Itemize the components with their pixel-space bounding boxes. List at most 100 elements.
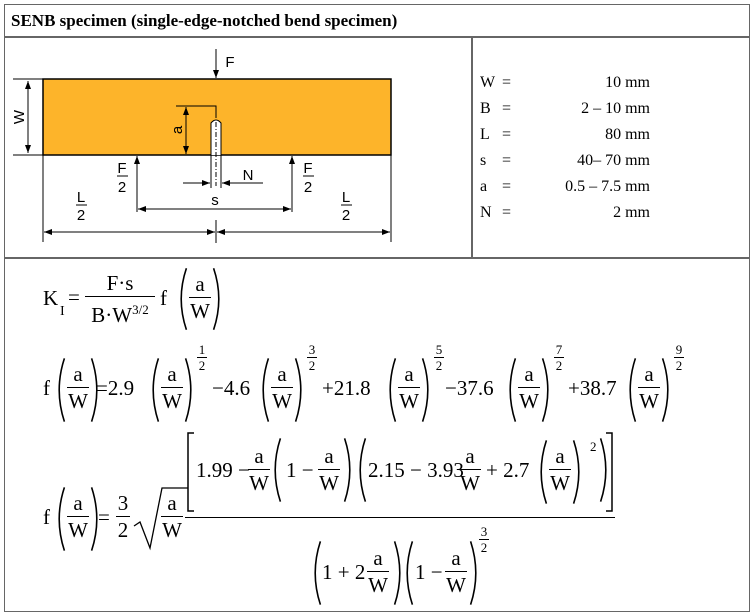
spec-value: 40– 70 mm	[577, 152, 650, 169]
divider	[471, 36, 473, 258]
numerator: a	[451, 546, 461, 570]
numerator: 3	[480, 524, 488, 539]
label-L2-num: L	[342, 189, 350, 206]
numerator: a	[373, 546, 383, 570]
eq-term: −4.6	[212, 376, 251, 400]
spec-row: W=10 mm	[480, 74, 650, 92]
exponent: 2	[590, 439, 597, 454]
table-title: SENB specimen (single-edge-notched bend …	[11, 11, 398, 30]
left-paren-icon	[310, 540, 323, 606]
right-paren-icon	[598, 437, 611, 503]
spec-eq: =	[502, 204, 512, 221]
denominator: W	[399, 389, 419, 414]
denominator: 2	[435, 358, 443, 373]
spec-symbol: B	[480, 100, 491, 117]
left-paren-icon	[625, 357, 638, 423]
divider	[4, 257, 750, 259]
senb-diagram: F W a N s F 2 F 2 L 2 L 2	[11, 49, 392, 243]
denominator: W	[162, 518, 182, 543]
label-F2-num: F	[117, 160, 126, 177]
denominator: 2	[480, 540, 488, 555]
eq-term: =2.9	[96, 376, 135, 400]
eq-function: f	[160, 286, 167, 310]
left-paren-icon	[54, 357, 67, 423]
eq-equals: =	[68, 285, 80, 309]
denominator: W	[319, 471, 339, 496]
denominator: W	[68, 518, 88, 543]
eq-term: 2.15 − 3.93	[368, 458, 464, 482]
table-frame	[4, 4, 750, 612]
numerator: 1	[198, 342, 206, 357]
right-paren-icon	[89, 357, 102, 423]
exponent: 3/2	[132, 302, 149, 318]
eq-equals: =	[98, 505, 110, 529]
divider	[4, 36, 750, 38]
spec-value: 10 mm	[605, 74, 650, 91]
eq-term: 1 −	[286, 458, 314, 482]
eq-function: f	[43, 505, 50, 529]
spec-eq: =	[502, 126, 512, 143]
eq-subscript: I	[60, 304, 65, 319]
spec-symbol: L	[480, 126, 490, 143]
right-paren-icon	[420, 357, 433, 423]
left-paren-icon	[355, 437, 368, 503]
right-paren-icon	[468, 540, 481, 606]
denominator: 2	[117, 518, 129, 543]
denominator: 2	[308, 358, 316, 373]
numerator: a	[465, 444, 475, 468]
spec-row: a=0.5 – 7.5 mm	[480, 178, 650, 196]
numerator: 7	[555, 342, 563, 357]
numerator: 3	[117, 491, 129, 515]
numerator: a	[555, 444, 565, 468]
right-paren-icon	[183, 357, 196, 423]
label-F2-den: 2	[118, 179, 126, 196]
numerator: a	[195, 272, 205, 296]
spec-eq: =	[502, 100, 512, 117]
left-paren-icon	[176, 267, 189, 331]
eq-term: +38.7	[568, 376, 617, 400]
spec-row: L=80 mm	[480, 126, 650, 144]
right-paren-icon	[293, 357, 306, 423]
numerator: a	[167, 491, 177, 515]
left-paren-icon	[258, 357, 271, 423]
right-bracket-icon	[606, 432, 613, 512]
spec-eq: =	[502, 74, 512, 91]
label-L2-den: 2	[77, 207, 85, 224]
spec-row: B=2 – 10 mm	[480, 100, 650, 118]
numerator: a	[73, 362, 83, 386]
label-F: F	[225, 54, 234, 71]
right-paren-icon	[660, 357, 673, 423]
numerator: a	[277, 362, 287, 386]
right-paren-icon	[211, 267, 224, 331]
numerator: a	[73, 491, 83, 515]
main-fraction-bar	[185, 517, 615, 519]
left-paren-icon	[402, 540, 415, 606]
spec-symbol: N	[480, 204, 492, 221]
left-paren-icon	[54, 486, 67, 552]
label-F2-num: F	[303, 160, 312, 177]
spec-symbol: a	[480, 178, 488, 195]
spec-row: N=2 mm	[480, 204, 650, 222]
spec-eq: =	[502, 152, 512, 169]
spec-symbol: s	[480, 152, 487, 169]
denominator: 2	[555, 358, 563, 373]
numerator: 9	[675, 342, 683, 357]
denominator: W	[460, 471, 480, 496]
eq-term: 1 −	[415, 560, 443, 584]
eq-term: −37.6	[445, 376, 494, 400]
